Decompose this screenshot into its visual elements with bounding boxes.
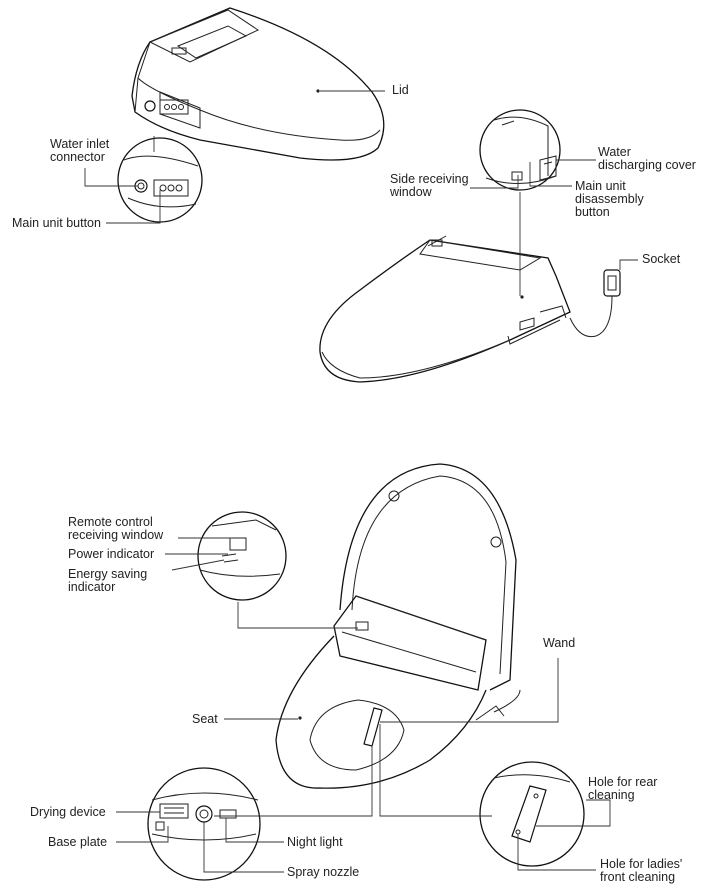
label-remote-control-receiving-window: Remote control receiving window [68,515,164,542]
label-hole-for-rear-cleaning: Hole for rear cleaning [588,775,658,802]
label-wand: Wand [543,636,576,650]
unit-front-drawing [319,235,571,383]
label-spray-nozzle: Spray nozzle [287,865,360,879]
label-energy-saving-indicator: Energy saving indicator [68,567,148,594]
label-water-inlet-connector: Water inlet connector [50,137,110,164]
label-power-indicator: Power indicator [68,547,155,561]
label-main-unit-disassembly-button: Main unit disassembly button [575,179,644,219]
zoom-side-window [479,109,561,191]
socket-drawing [569,269,621,338]
label-water-discharging-cover: Water discharging cover [598,145,696,172]
label-base-plate: Base plate [48,835,108,849]
label-socket: Socket [642,252,681,266]
label-night-light: Night light [287,835,343,849]
label-side-receiving-window: Side receiving window [390,172,469,199]
label-seat: Seat [192,712,218,726]
zoom-indicators [197,511,287,601]
label-main-unit-button: Main unit button [12,216,101,230]
zoom-wand-holes [479,761,585,867]
label-lid: Lid [392,83,409,97]
open-seat-drawing [275,463,521,789]
zoom-base-plate [147,767,261,881]
label-hole-for-ladies-front-cleaning: Hole for ladies' front cleaning [600,857,683,884]
closed-unit-drawing [131,7,385,161]
label-drying-device: Drying device [30,805,106,819]
